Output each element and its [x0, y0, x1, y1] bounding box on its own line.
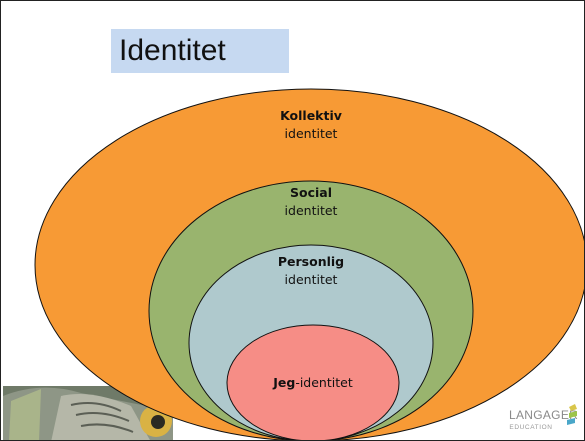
collective-label-bold: Kollektiv: [280, 108, 342, 123]
personal-label-bold: Personlig: [278, 254, 344, 269]
collective-label-rest: identitet: [285, 126, 338, 141]
logo-name: LANGAGER: [509, 408, 578, 422]
owl-photo: [3, 386, 173, 440]
self-identity-ellipse: [226, 324, 400, 440]
title-box: Identitet: [111, 29, 289, 73]
self-label-bold: Jeg: [272, 375, 295, 390]
self-label-rest: -identitet: [295, 375, 352, 390]
slide-title: Identitet: [119, 34, 226, 67]
social-label-bold: Social: [290, 185, 332, 200]
logo-sub: EDUCATION: [509, 424, 552, 431]
personal-label-rest: identitet: [285, 272, 338, 287]
langager-s-icon: [567, 404, 577, 425]
langager-logo: LANGAGER EDUCATION: [509, 404, 578, 431]
social-label-rest: identitet: [285, 203, 338, 218]
self-identity-label: Jeg-identitet: [272, 375, 353, 390]
